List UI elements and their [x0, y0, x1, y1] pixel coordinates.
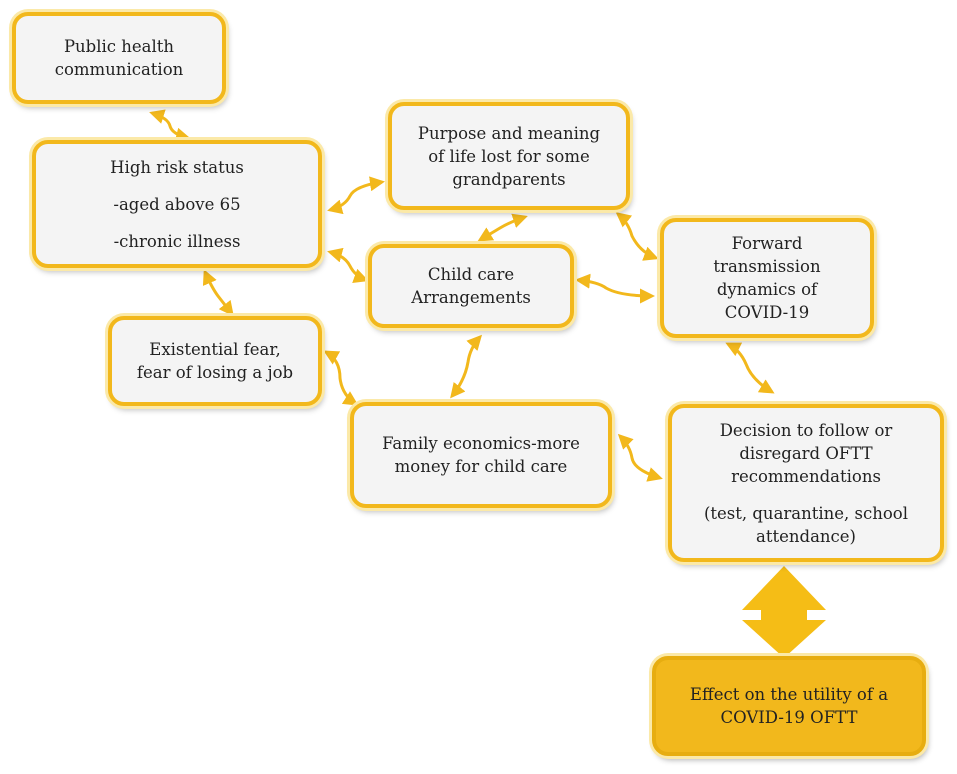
arrow-purpose-childcare [477, 213, 528, 242]
box-child-care: Child care Arrangements [368, 244, 574, 328]
arrow-decision-effect [742, 566, 826, 658]
box-purpose-meaning: Purpose and meaning of life lost for som… [388, 102, 630, 210]
arrow-highrisk-purpose [327, 176, 385, 215]
arrow-purpose-forward [615, 212, 659, 261]
box-public-health: Public health communication [12, 12, 226, 104]
arrow-family-decision [617, 433, 663, 482]
box-existential-fear: Existential fear, fear of losing a job [108, 316, 322, 406]
box-decision: Decision to follow or disregard OFTT rec… [668, 404, 944, 562]
box-family-economics: Family economics-more money for child ca… [350, 402, 612, 508]
arrow-existential-family [323, 350, 359, 406]
arrow-highrisk-childcare [327, 247, 369, 283]
arrow-childcare-family [450, 334, 483, 399]
box-effect-utility: Effect on the utility of a COVID-19 OFTT [652, 656, 926, 756]
arrow-childcare-forward [575, 273, 655, 304]
arrow-forward-decision [725, 342, 775, 394]
box-high-risk-status: High risk status -aged above 65 -chronic… [32, 140, 322, 268]
arrow-public-highrisk [149, 109, 191, 143]
box-forward-transmission: Forward transmission dynamics of COVID-1… [660, 218, 874, 338]
arrow-highrisk-existential [202, 269, 234, 317]
